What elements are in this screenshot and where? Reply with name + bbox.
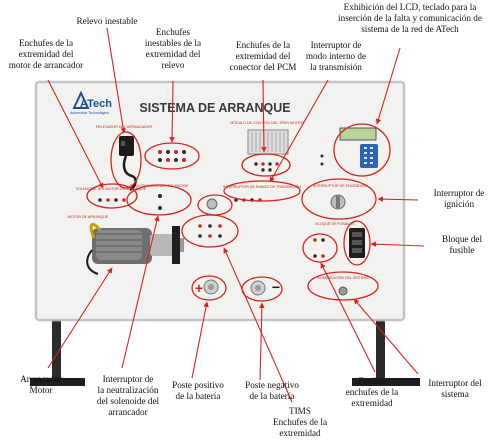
callout-neutralizacion: Interruptor de la neutralización del sol… xyxy=(96,374,160,417)
callout-poste-negativo: Poste negativo de la batería xyxy=(245,380,299,401)
brand-tagline: Automotive Technologies xyxy=(70,111,109,115)
positive-sign: + xyxy=(195,280,203,296)
callout-lcd-teclado: Exhibición del LCD, teclado para la inse… xyxy=(338,2,482,34)
arrow-arrancador-motor xyxy=(47,267,113,369)
highlight-starter-jacks xyxy=(86,183,138,209)
highlight-relay-jacks xyxy=(144,142,200,170)
arrow-enchufes-relevo xyxy=(169,80,175,143)
arrow-positivo xyxy=(191,301,209,379)
atech-logo: ATech Automotive Technologies xyxy=(70,90,112,115)
callout-interruptor-sistema: Interruptor del sistema xyxy=(428,378,482,399)
callout-ignicion: Interruptor de ignición xyxy=(433,188,485,209)
highlight-tr-switch xyxy=(223,180,301,202)
positive-post[interactable]: + xyxy=(195,279,219,296)
callout-modo-interno: Interruptor de modo interno de la transm… xyxy=(305,40,367,72)
callout-poste-positivo: Poste positivo de la batería xyxy=(172,380,224,401)
arrow-tims xyxy=(223,247,293,403)
section-label-ignition: INTERRUPTOR DE ENCENDIDO xyxy=(313,184,368,188)
arrow-neutralizacion xyxy=(121,215,160,369)
highlight-pcm xyxy=(241,153,291,177)
callout-arrancador-motor: Arrancador Motor xyxy=(20,374,62,395)
section-label-fuse-block: BLOQUE DE FUSIBLES xyxy=(315,222,355,226)
callout-fusible-enchufes: Fusible enchufes de la extremidad xyxy=(345,376,399,408)
starter-motor-jacks[interactable] xyxy=(98,198,126,202)
arrow-bloque-fusible xyxy=(370,241,425,247)
transmission-mode-switch[interactable] xyxy=(198,198,262,238)
highlight-fuse-jacks xyxy=(302,233,338,263)
arrow-fusible xyxy=(320,262,376,373)
callout-bloque-fusible: Bloque del fusible xyxy=(441,234,483,255)
highlight-positive xyxy=(191,275,227,301)
section-label-power: ALIMENTACIÓN DEL SISTEMA xyxy=(317,275,369,280)
section-label-relay: RELEVADOR DEL ARRANCADOR xyxy=(96,125,153,129)
arrow-relevo xyxy=(106,27,126,134)
section-label-pcm: MÓDULO DE CONTROL DEL TREN MOTRIZ xyxy=(230,120,304,125)
highlight-tims xyxy=(181,214,239,248)
callout-enchufes-motor-arrancador: Enchufes de la extremidad del motor de a… xyxy=(8,38,84,70)
section-label-tr-switch: INTERRUPTOR DE RANGO DE TRANSMISIÓN xyxy=(223,184,301,189)
negative-sign: − xyxy=(272,279,280,295)
relay-jacks[interactable] xyxy=(158,150,186,162)
relay-unit[interactable] xyxy=(119,136,137,192)
keypad[interactable] xyxy=(320,144,379,168)
section-label-solenoid: SOLENOIDE DEL MOTOR DE ARRANQUE xyxy=(76,187,147,191)
panel-title: SISTEMA DE ARRANQUE xyxy=(139,101,290,115)
neutral-switch[interactable] xyxy=(158,194,162,210)
highlight-neutral xyxy=(126,184,192,216)
callout-conector-pcm: Enchufes de la extremidad del conector d… xyxy=(229,40,297,72)
highlight-ignition xyxy=(301,178,377,220)
arrow-modo-interno xyxy=(269,79,329,183)
highlight-system xyxy=(307,271,379,301)
brand-text: ATech xyxy=(80,98,112,110)
fuse-block[interactable] xyxy=(349,228,365,258)
highlight-lcd xyxy=(333,123,391,177)
negative-post[interactable]: − xyxy=(250,279,280,296)
highlight-relay xyxy=(110,131,142,189)
panel-stand xyxy=(30,312,420,386)
arrow-ignicion xyxy=(377,196,419,202)
highlight-fuse-block xyxy=(343,220,371,266)
system-switch[interactable] xyxy=(338,286,348,296)
ignition-switch[interactable] xyxy=(330,194,346,210)
arrow-sistema xyxy=(353,298,419,375)
fuse-jacks[interactable] xyxy=(313,238,325,258)
arrow-conector-pcm xyxy=(261,79,267,153)
starter-motor[interactable] xyxy=(86,222,184,275)
callout-relevo-inestable: Relevo inestable xyxy=(76,16,138,26)
arrow-negativo xyxy=(259,302,265,381)
arrow-motor-arrancador xyxy=(47,79,104,189)
callout-enchufes-relevo: Enchufes inestables de la extremidad del… xyxy=(144,27,202,70)
panel-board xyxy=(35,81,405,321)
callout-tims: TIMS Enchufes de la extremidad xyxy=(272,406,328,438)
section-label-starter-motor: MOTOR DE ARRANQUE xyxy=(68,215,109,219)
arrow-lcd xyxy=(375,47,401,125)
